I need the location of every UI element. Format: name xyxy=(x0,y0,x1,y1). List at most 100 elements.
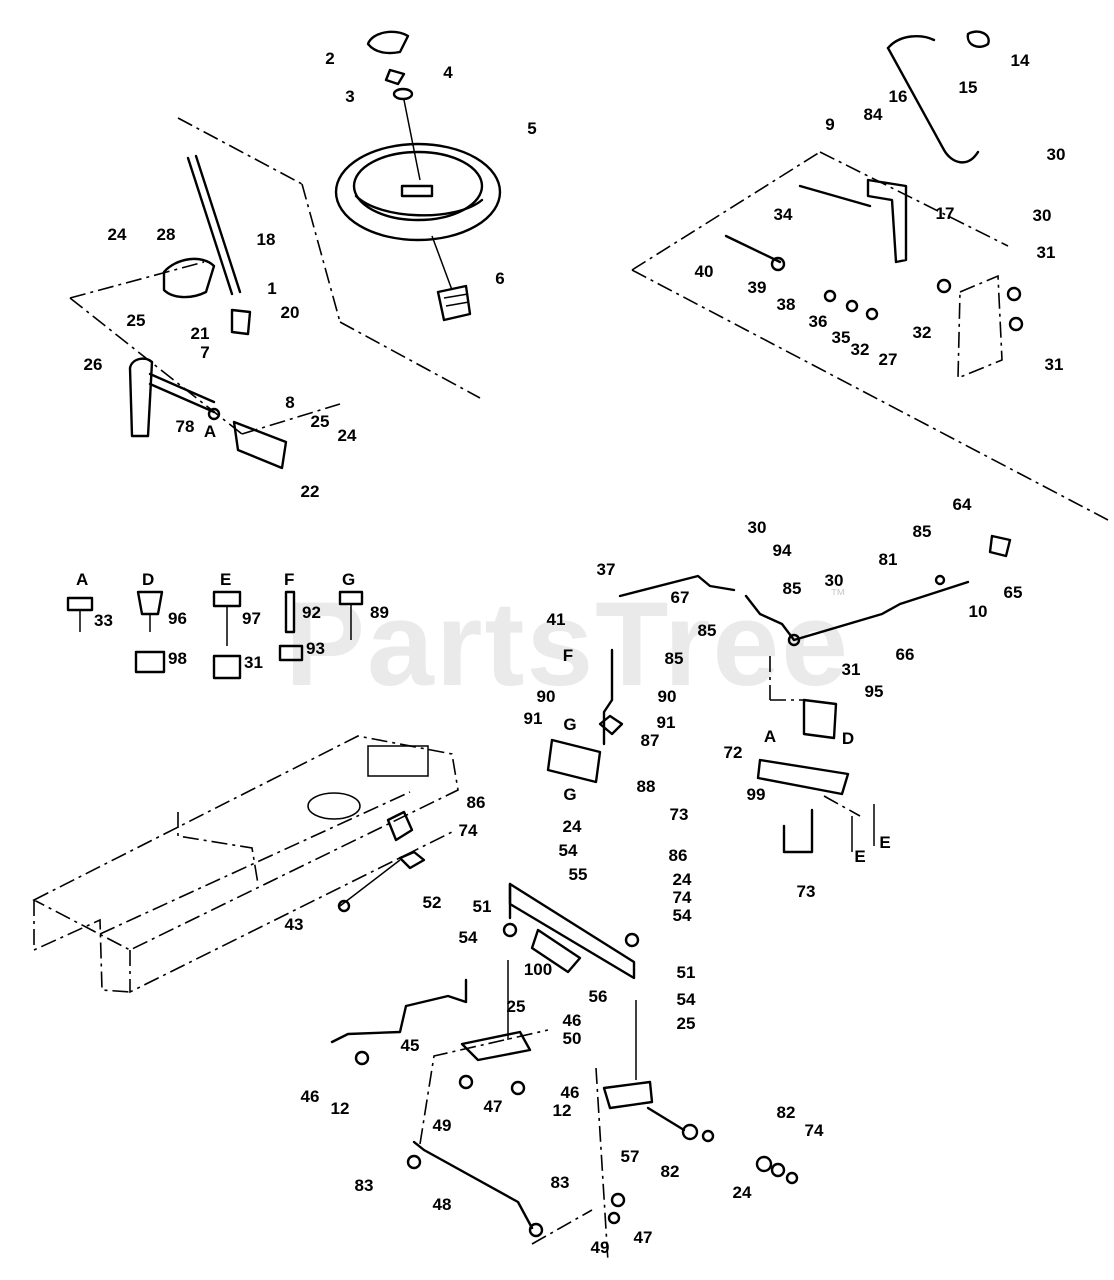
callout-88: 88 xyxy=(637,777,656,796)
callout-78: 78 xyxy=(176,417,195,436)
callout-99: 99 xyxy=(747,785,766,804)
callout-94: 94 xyxy=(773,541,792,560)
callout-54: 54 xyxy=(673,906,692,925)
callout-26: 26 xyxy=(84,355,103,374)
callout-54: 54 xyxy=(459,928,478,947)
frame xyxy=(32,735,459,994)
callout-85: 85 xyxy=(698,621,717,640)
callout-50: 50 xyxy=(563,1029,582,1048)
callout-74: 74 xyxy=(673,888,692,907)
legend-letter-d: D xyxy=(142,570,154,589)
callout-35: 35 xyxy=(832,328,851,347)
callout-65: 65 xyxy=(1004,583,1023,602)
callout-83: 83 xyxy=(355,1176,374,1195)
lever-assembly xyxy=(631,30,1109,521)
callout-73: 73 xyxy=(670,805,689,824)
callout-64: 64 xyxy=(953,495,972,514)
callout-51: 51 xyxy=(677,963,696,982)
callout-72: 72 xyxy=(724,743,743,762)
callout-32: 32 xyxy=(851,340,870,359)
callout-30: 30 xyxy=(1033,206,1052,225)
reference-letter-a: A xyxy=(204,422,216,441)
callout-91: 91 xyxy=(657,713,676,732)
callout-24: 24 xyxy=(673,870,692,889)
legend-letter-a: A xyxy=(76,570,88,589)
callout-39: 39 xyxy=(748,278,767,297)
reference-letter-g: G xyxy=(563,715,576,734)
callout-20: 20 xyxy=(281,303,300,322)
legend-bolt-a: 33 xyxy=(94,611,113,630)
callout-49: 49 xyxy=(433,1116,452,1135)
reference-letter-d: D xyxy=(842,729,854,748)
callout-90: 90 xyxy=(658,687,677,706)
legend-bolt-e: 97 xyxy=(242,609,261,628)
callout-66: 66 xyxy=(896,645,915,664)
legend-nut-d: 98 xyxy=(168,649,187,668)
callout-86: 86 xyxy=(467,793,486,812)
watermark: PartsTree xyxy=(285,577,850,711)
legend-bolt-f: 92 xyxy=(302,603,321,622)
callout-25: 25 xyxy=(677,1014,696,1033)
callout-21: 21 xyxy=(191,324,210,343)
callout-46: 46 xyxy=(301,1087,320,1106)
callout-24: 24 xyxy=(563,817,582,836)
callout-54: 54 xyxy=(559,841,578,860)
reference-letter-a: A xyxy=(764,727,776,746)
callout-57: 57 xyxy=(621,1147,640,1166)
callout-14: 14 xyxy=(1011,51,1030,70)
callout-74: 74 xyxy=(805,1121,824,1140)
callout-24: 24 xyxy=(108,225,127,244)
callout-17: 17 xyxy=(936,204,955,223)
callout-31: 31 xyxy=(1045,355,1064,374)
callout-46: 46 xyxy=(563,1011,582,1030)
reference-letter-e: E xyxy=(854,847,865,866)
callout-74: 74 xyxy=(459,821,478,840)
callout-83: 83 xyxy=(551,1173,570,1192)
callout-27: 27 xyxy=(879,350,898,369)
callout-82: 82 xyxy=(777,1103,796,1122)
callout-55: 55 xyxy=(569,865,588,884)
callout-91: 91 xyxy=(524,709,543,728)
callout-31: 31 xyxy=(842,660,861,679)
reference-letter-f: F xyxy=(563,646,573,665)
callout-32: 32 xyxy=(913,323,932,342)
callout-16: 16 xyxy=(889,87,908,106)
callout-34: 34 xyxy=(774,205,793,224)
callout-30: 30 xyxy=(1047,145,1066,164)
callout-22: 22 xyxy=(301,482,320,501)
callout-48: 48 xyxy=(433,1195,452,1214)
callout-40: 40 xyxy=(695,262,714,281)
steering-column-assembly xyxy=(69,154,341,470)
callout-1: 1 xyxy=(267,279,276,298)
reference-letter-e: E xyxy=(879,833,890,852)
callout-31: 31 xyxy=(1037,243,1056,262)
callout-24: 24 xyxy=(733,1183,752,1202)
callout-18: 18 xyxy=(257,230,276,249)
callout-5: 5 xyxy=(527,119,536,138)
steering-wheel-assembly xyxy=(177,30,502,399)
callout-10: 10 xyxy=(969,602,988,621)
callout-25: 25 xyxy=(311,412,330,431)
callout-100: 100 xyxy=(524,960,552,979)
callout-37: 37 xyxy=(597,560,616,579)
hardware-legend: A 33 D 96 98 E 97 31 F 92 93 G 89 xyxy=(66,570,389,680)
legend-bolt-d: 96 xyxy=(168,609,187,628)
callout-41: 41 xyxy=(547,610,566,629)
front-axle-assembly xyxy=(330,882,799,1263)
callout-85: 85 xyxy=(913,522,932,541)
callout-49: 49 xyxy=(591,1238,610,1257)
callout-54: 54 xyxy=(677,990,696,1009)
callout-30: 30 xyxy=(748,518,767,537)
callout-25: 25 xyxy=(127,311,146,330)
callout-30: 30 xyxy=(825,571,844,590)
callout-51: 51 xyxy=(473,897,492,916)
callout-87: 87 xyxy=(641,731,660,750)
watermark-trademark: ™ xyxy=(830,587,846,604)
callout-8: 8 xyxy=(285,393,294,412)
callout-46: 46 xyxy=(561,1083,580,1102)
callout-12: 12 xyxy=(553,1101,572,1120)
callout-9: 9 xyxy=(825,115,834,134)
